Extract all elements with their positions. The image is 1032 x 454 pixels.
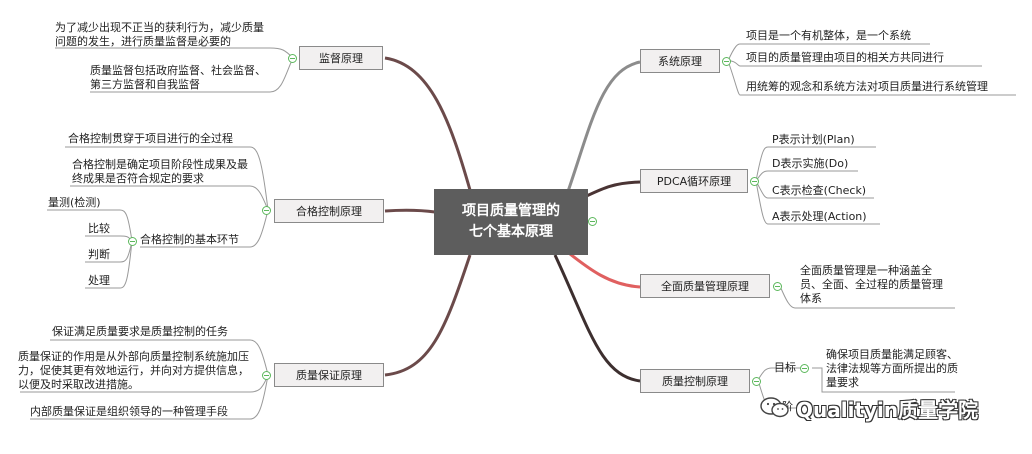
branch-supervision-principle[interactable]: 监督原理 [299, 46, 383, 70]
conformity-step-judge: 判断 [88, 248, 110, 261]
pdca-item-plan: P表示计划(Plan) [772, 133, 855, 146]
branch-supervision-label: 监督原理 [319, 52, 363, 65]
branch-qc-label: 质量控制原理 [662, 375, 728, 388]
branch-pdca-principle[interactable]: PDCA循环原理 [640, 169, 748, 193]
collapse-toggle-icon[interactable] [773, 282, 782, 291]
system-item-1: 项目是一个有机整体，是一个系统 [746, 29, 911, 42]
conformity-item-2: 合格控制是确定项目阶段性成果及最终成果是否符合规定的要求 [72, 158, 248, 185]
collapse-toggle-icon[interactable] [288, 54, 297, 63]
branch-assurance-label: 质量保证原理 [296, 369, 362, 382]
qc-goal-label: 目标 [774, 361, 796, 374]
branch-tqm-principle[interactable]: 全面质量管理原理 [640, 274, 770, 298]
conformity-step-compare: 比较 [88, 222, 110, 235]
tqm-description: 全面质量管理是一种涵盖全员、全面、全过程的质量管理体系 [800, 264, 943, 305]
conformity-steps-label: 合格控制的基本环节 [140, 233, 239, 246]
branch-pdca-label: PDCA循环原理 [656, 175, 732, 188]
assurance-item-1: 保证满足质量要求是质量控制的任务 [52, 325, 228, 338]
root-node[interactable]: 项目质量管理的 七个基本原理 [434, 189, 588, 255]
conformity-step-measure: 量测(检测) [48, 196, 101, 209]
system-item-3: 用统筹的观念和系统方法对项目质量进行系统管理 [746, 80, 988, 93]
qc-goal-text: 确保项目质量能满足顾客、法律法规等方面所提出的质量要求 [826, 348, 958, 389]
pdca-item-check: C表示检查(Check) [772, 184, 867, 197]
branch-tqm-label: 全面质量管理原理 [661, 280, 749, 293]
branch-assurance-principle[interactable]: 质量保证原理 [274, 363, 384, 387]
pdca-item-action: A表示处理(Action) [772, 210, 867, 223]
collapse-toggle-icon[interactable] [588, 217, 597, 226]
branch-system-principle[interactable]: 系统原理 [640, 49, 720, 73]
supervision-item-2: 质量监督包括政府监督、社会监督、第三方监督和自我监督 [90, 64, 266, 91]
wechat-icon [760, 397, 790, 419]
collapse-toggle-icon[interactable] [262, 371, 271, 380]
system-item-2: 项目的质量管理由项目的相关方共同进行 [746, 51, 944, 64]
collapse-toggle-icon[interactable] [752, 377, 761, 386]
branch-conformity-label: 合格控制原理 [296, 205, 362, 218]
assurance-item-2: 质量保证的作用是从外部向质量控制系统施加压力，促使其更有效地运行，并向对方提供信… [18, 350, 249, 391]
pdca-item-do: D表示实施(Do) [772, 157, 849, 170]
conformity-item-1: 合格控制贯穿于项目进行的全过程 [68, 132, 233, 145]
branch-conformity-principle[interactable]: 合格控制原理 [274, 199, 384, 223]
collapse-toggle-icon[interactable] [262, 206, 271, 215]
assurance-item-3: 内部质量保证是组织领导的一种管理手段 [30, 405, 228, 418]
watermark: Qualityin质量学院 [760, 392, 1010, 424]
root-title-line2: 七个基本原理 [469, 224, 553, 240]
collapse-toggle-icon[interactable] [800, 364, 809, 373]
collapse-toggle-icon[interactable] [128, 237, 137, 246]
watermark-text: Qualityin质量学院 [796, 397, 979, 422]
branch-system-label: 系统原理 [658, 55, 702, 68]
collapse-toggle-icon[interactable] [750, 177, 759, 186]
conformity-step-handle: 处理 [88, 274, 110, 287]
collapse-toggle-icon[interactable] [722, 57, 731, 66]
branch-qc-principle[interactable]: 质量控制原理 [640, 369, 750, 393]
root-title-line1: 项目质量管理的 [462, 203, 560, 219]
supervision-item-1: 为了减少出现不正当的获利行为，减少质量问题的发生，进行质量监督是必要的 [55, 21, 264, 48]
